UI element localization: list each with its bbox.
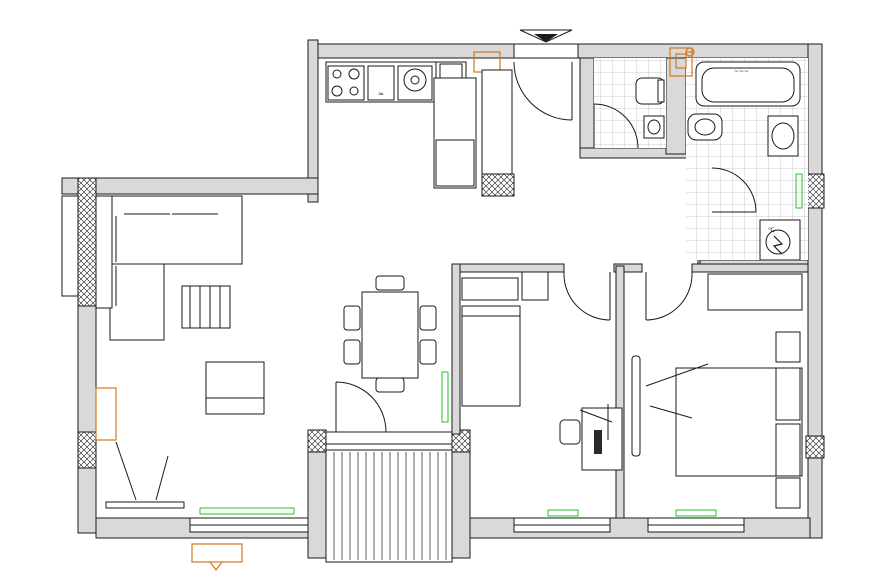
corner-sofa: [95, 195, 243, 265]
windows: [61, 43, 745, 533]
chair: [419, 305, 437, 331]
svg-text:≈: ≈: [378, 90, 384, 98]
tv-view-line: [115, 441, 137, 501]
wall-kitchen-west: [307, 39, 319, 203]
wall-bath-west: [579, 57, 595, 155]
balcony-door-threshold: [325, 431, 453, 445]
entrance-door-swing[interactable]: [513, 61, 573, 121]
chair: [343, 305, 361, 331]
heater-living: [199, 507, 295, 515]
dining-table: [361, 291, 419, 379]
wall-office-west: [451, 263, 461, 435]
kitchen-column: [481, 173, 515, 197]
dresser: [707, 273, 803, 311]
chair: [343, 339, 361, 365]
dining-table-set: [343, 275, 437, 393]
sink-icon: [643, 115, 665, 139]
pillow: [775, 367, 801, 421]
chair: [375, 377, 405, 393]
office-door-swing[interactable]: [563, 271, 611, 321]
office-chair: [559, 419, 581, 445]
living-room: [95, 195, 265, 509]
armchair: [205, 361, 265, 415]
wall-living-north: [61, 177, 319, 195]
tv-stand: [105, 501, 185, 509]
nightstand: [775, 477, 801, 509]
boiler-icon: ℃: [759, 219, 801, 261]
heater-hall: [441, 371, 449, 423]
boiler-tag: ℃: [768, 227, 775, 234]
balcony-door-swing[interactable]: [335, 381, 387, 433]
cabinet: [95, 387, 117, 441]
shelf: [461, 277, 519, 301]
kitchen: ≈: [325, 61, 513, 189]
bedroom-door-swing[interactable]: [645, 271, 693, 321]
wall-office-bedroom-div: [615, 265, 625, 519]
wall-bath-north: [577, 43, 823, 59]
window-entrance: [513, 43, 579, 59]
east-column-upper: [805, 173, 825, 209]
heater-office: [547, 509, 579, 517]
heater-toilet: [795, 173, 803, 209]
chair: [419, 339, 437, 365]
balcony-column-left: [307, 429, 327, 453]
wall-bedroom-north-a: [613, 263, 643, 273]
wall-west-column-lower: [77, 431, 97, 469]
balcony-floor: [325, 449, 453, 563]
ac-outdoor-unit: [191, 543, 243, 563]
chair: [375, 275, 405, 291]
washing-machine: [397, 65, 433, 101]
tv-panel: [631, 355, 641, 457]
wall-bath-toilet-div: [665, 57, 687, 155]
refrigerator: [435, 139, 475, 187]
toilet-door-swing[interactable]: [711, 167, 757, 213]
nightstand: [775, 331, 801, 363]
toilet-icon: [635, 77, 665, 105]
wall-west-column: [77, 177, 97, 307]
kitchen-tall-cabinet: [481, 69, 513, 175]
single-bed: [461, 305, 521, 407]
heaters: [199, 173, 803, 517]
east-column-lower: [805, 435, 825, 459]
dishwasher: [367, 65, 395, 101]
toilet-icon-2: [687, 113, 723, 141]
wall-office-north: [451, 263, 565, 273]
bathtub-tag: ~~~: [734, 68, 749, 75]
ottoman: [181, 285, 231, 329]
corner-sofa-chaise: [109, 263, 165, 341]
window-west: [61, 195, 79, 297]
wall-kitchen-north: [317, 43, 515, 59]
office: [461, 271, 623, 471]
nightstand: [521, 271, 549, 301]
wall-bedroom-north-b: [691, 263, 809, 273]
wall-east: [807, 43, 823, 539]
bath-door-swing[interactable]: [593, 103, 639, 149]
bedroom: [631, 273, 803, 509]
bathtub-icon: ~~~: [695, 61, 801, 107]
laptop: [594, 430, 602, 454]
pillow: [775, 423, 801, 477]
heater-bedroom: [675, 509, 717, 517]
balcony: [325, 449, 453, 563]
